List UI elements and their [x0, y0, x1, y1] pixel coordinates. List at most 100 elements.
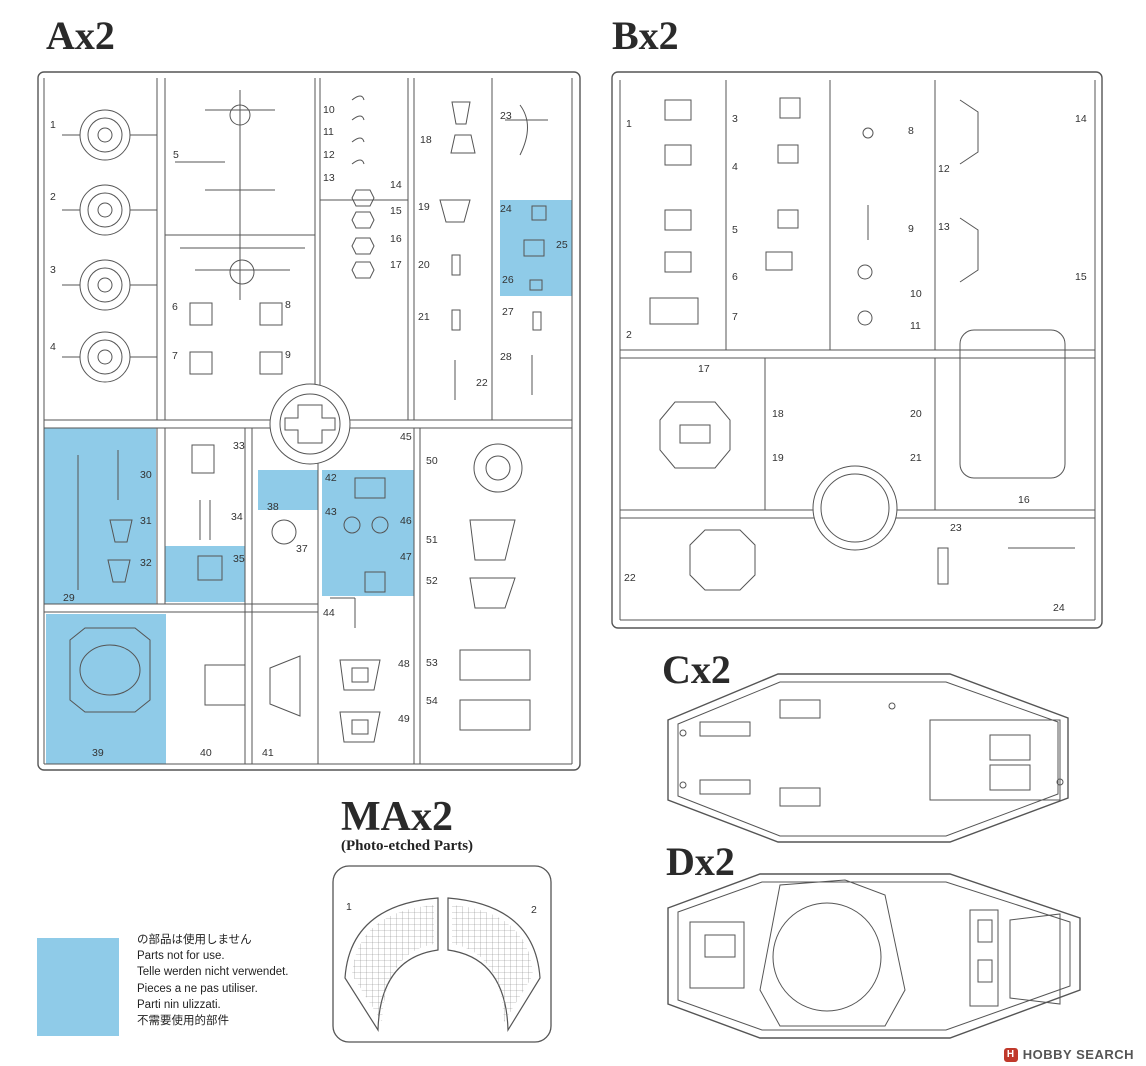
part-number-a-35: 35	[233, 553, 245, 565]
part-number-a-53: 53	[426, 657, 438, 669]
part-number-a-23: 23	[500, 110, 512, 122]
part-number-a-31: 31	[140, 515, 152, 527]
part-number-a-13: 13	[323, 172, 335, 184]
sprue-d-title: Dx2	[666, 839, 735, 884]
part-number-a-4: 4	[50, 341, 56, 353]
part-number-a-16: 16	[390, 233, 402, 245]
part-number-b-16: 16	[1018, 494, 1030, 506]
part-number-a-32: 32	[140, 557, 152, 569]
part-number-a-29: 29	[63, 592, 75, 604]
part-number-a-8: 8	[285, 299, 291, 311]
part-number-a-43: 43	[325, 506, 337, 518]
part-number-a-10: 10	[323, 104, 335, 116]
part-number-a-18: 18	[420, 134, 432, 146]
road-wheels	[62, 109, 157, 383]
legend: の部品は使用しません Parts not for use. Telle werd…	[137, 932, 289, 1029]
part-number-a-50: 50	[426, 455, 438, 467]
pe-grille-right	[452, 905, 533, 1022]
part-number-ma-2: 2	[531, 904, 537, 916]
watermark: H HOBBY SEARCH	[1003, 1047, 1134, 1062]
part-number-a-21: 21	[418, 311, 430, 323]
watermark-text: HOBBY SEARCH	[1022, 1047, 1134, 1062]
sprue-d-part	[667, 873, 1081, 1039]
part-number-a-22: 22	[476, 377, 488, 389]
legend-line-en: Parts not for use.	[137, 950, 225, 963]
part-number-a-19: 19	[418, 201, 430, 213]
part-number-a-51: 51	[426, 534, 438, 546]
part-number-a-38: 38	[267, 501, 279, 513]
part-number-a-34: 34	[231, 511, 243, 523]
part-number-a-2: 2	[50, 191, 56, 203]
part-number-a-11: 11	[323, 126, 334, 138]
part-number-b-10: 10	[910, 288, 922, 300]
sprue-a-labels: 1234567891011121314151617181920212223242…	[0, 0, 568, 759]
part-number-a-26: 26	[502, 274, 514, 286]
part-number-a-3: 3	[50, 264, 56, 276]
part-number-a-40: 40	[200, 747, 212, 759]
legend-line-ja: の部品は使用しません	[137, 934, 252, 946]
part-number-a-49: 49	[398, 713, 410, 725]
sprue-ma-title: MAx2	[341, 794, 453, 840]
part-number-ma-1: 1	[346, 901, 352, 913]
legend-line-fr: Pieces a ne pas utiliser.	[137, 982, 258, 995]
part-number-a-14: 14	[390, 179, 402, 191]
part-number-b-11: 11	[910, 320, 921, 332]
part-number-b-3: 3	[732, 113, 738, 125]
part-number-b-7: 7	[732, 311, 738, 323]
part-number-a-7: 7	[172, 350, 178, 362]
part-number-a-30: 30	[140, 469, 152, 481]
sprue-a-title: Ax2	[46, 13, 115, 58]
part-number-a-44: 44	[323, 607, 335, 619]
part-number-a-45: 45	[400, 431, 412, 443]
part-number-a-9: 9	[285, 349, 291, 361]
part-number-a-1: 1	[50, 119, 56, 131]
part-number-a-41: 41	[262, 747, 274, 759]
part-number-b-24: 24	[1053, 602, 1065, 614]
part-number-a-17: 17	[390, 259, 402, 271]
part-number-a-46: 46	[400, 515, 412, 527]
sprue-b-frame	[611, 71, 1103, 629]
sprue-ma-subtitle: (Photo-etched Parts)	[341, 838, 474, 854]
part-number-b-12: 12	[938, 163, 950, 175]
part-number-b-4: 4	[732, 161, 738, 173]
part-number-b-8: 8	[908, 125, 914, 137]
watermark-logo-icon: H	[1003, 1047, 1018, 1062]
part-number-b-14: 14	[1075, 113, 1087, 125]
sprue-b-title: Bx2	[612, 13, 679, 58]
part-number-b-21: 21	[910, 452, 922, 464]
part-number-a-54: 54	[426, 695, 438, 707]
part-number-a-28: 28	[500, 351, 512, 363]
part-number-b-22: 22	[624, 572, 636, 584]
part-number-a-27: 27	[502, 306, 514, 318]
part-number-a-15: 15	[390, 205, 402, 217]
part-number-a-47: 47	[400, 551, 412, 563]
part-number-a-24: 24	[500, 203, 512, 215]
pe-grille-left	[352, 905, 434, 1022]
part-number-b-2: 2	[626, 329, 632, 341]
part-number-a-12: 12	[323, 149, 335, 161]
part-number-b-6: 6	[732, 271, 738, 283]
part-number-a-6: 6	[172, 301, 178, 313]
part-number-a-48: 48	[398, 658, 410, 670]
part-number-b-23: 23	[950, 522, 962, 534]
part-number-a-25: 25	[556, 239, 568, 251]
part-number-a-52: 52	[426, 575, 438, 587]
part-number-b-20: 20	[910, 408, 922, 420]
legend-line-zh: 不需要使用的部件	[137, 1015, 229, 1028]
part-number-a-37: 37	[296, 543, 308, 555]
legend-swatch	[37, 938, 119, 1036]
part-number-b-9: 9	[908, 223, 914, 235]
part-number-b-17: 17	[698, 363, 710, 375]
part-number-a-36: 36	[0, 0, 12, 3]
part-number-b-13: 13	[938, 221, 950, 233]
part-number-b-5: 5	[732, 224, 738, 236]
part-number-a-42: 42	[325, 472, 337, 484]
part-number-a-33: 33	[233, 440, 245, 452]
part-number-a-5: 5	[173, 149, 179, 161]
sprue-a-frame	[37, 71, 581, 771]
legend-line-it: Parti nin ulizzati.	[137, 998, 221, 1011]
legend-line-de: Telle werden nicht verwendet.	[137, 966, 289, 979]
